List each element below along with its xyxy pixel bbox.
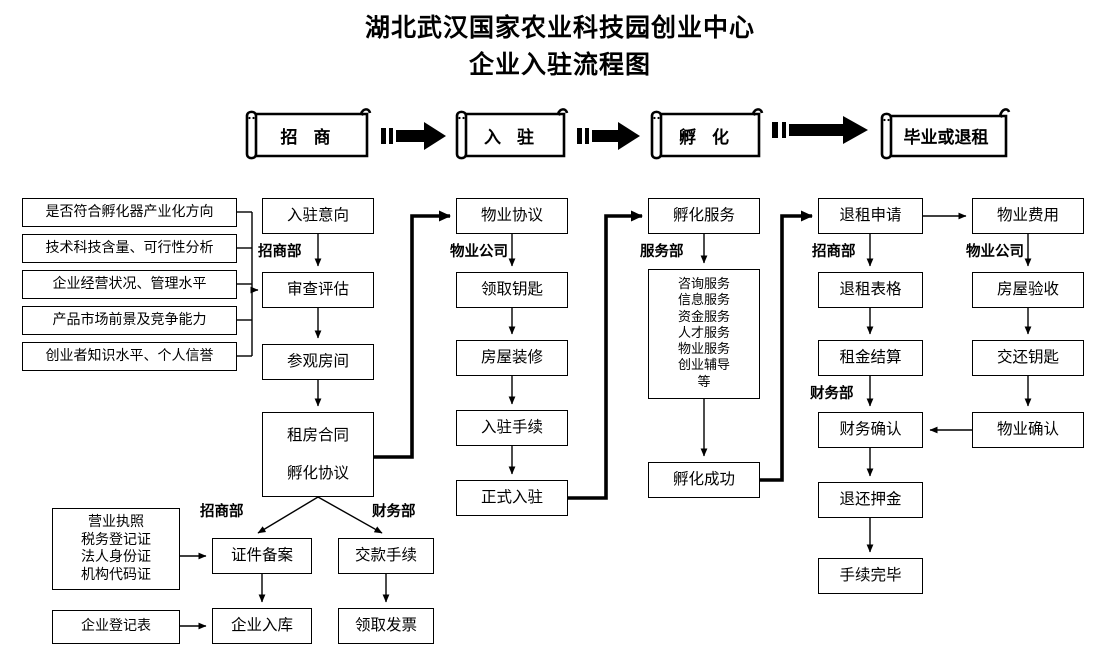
dept-label-service: 服务部: [640, 244, 684, 260]
block-arrow-2: [577, 122, 640, 150]
exit-step-zujinjiesuan: 租金结算: [818, 340, 923, 376]
incubate-step-fuhuachenggong: 孵化成功: [648, 462, 760, 498]
incubate-services-box: 咨询服务 信息服务 资金服务 人才服务 物业服务 创业辅导 等: [648, 269, 760, 399]
recruit-step-ruzhuyixiang: 入驻意向: [262, 198, 374, 234]
property-step-wuyefeiyong: 物业费用: [972, 198, 1084, 234]
criteria-box-5: 创业者知识水平、个人信誉: [22, 342, 237, 371]
property-step-fangwuyanshou: 房屋验收: [972, 272, 1084, 308]
service-item: 创业辅导: [677, 358, 730, 374]
block-arrow-3: [772, 116, 868, 144]
bottom-step-lingqufapiao: 领取发票: [338, 608, 434, 644]
contract-line-1: 租房合同: [286, 426, 349, 445]
dept-label-recruit-bottom: 招商部: [200, 504, 244, 520]
document-item: 法人身份证: [81, 549, 151, 565]
bottom-step-jiaokuanshouxu: 交款手续: [338, 538, 434, 574]
stage-banner-label: 入 驻: [484, 127, 539, 148]
service-item: 信息服务: [677, 293, 730, 309]
document-item: 税务登记证: [81, 531, 151, 548]
dept-label-recruit: 招商部: [258, 244, 302, 260]
movein-step-fangwuzhuangxiu: 房屋装修: [456, 340, 568, 376]
criteria-box-4: 产品市场前景及竞争能力: [22, 306, 237, 335]
stage-banner-fuhua: 孵 化: [648, 108, 765, 162]
stage-banner-ruzhu: 入 驻: [453, 108, 570, 162]
criteria-bracket: [237, 211, 253, 357]
exit-step-shouxuwanbi: 手续完毕: [818, 558, 923, 594]
scroll-shape: [650, 108, 764, 160]
page-title-line2: 企业入驻流程图: [468, 50, 651, 79]
scroll-shape: [880, 108, 1011, 160]
incubate-step-fuhuafuwu: 孵化服务: [648, 198, 760, 234]
document-item: 营业执照: [88, 514, 144, 530]
contract-line-2: 孵化协议: [286, 463, 349, 482]
dept-label-recruit-exit: 招商部: [812, 244, 856, 260]
exit-step-tuizubiaoge: 退租表格: [818, 272, 923, 308]
dept-label-property-movein: 物业公司: [450, 244, 508, 260]
service-item: 咨询服务: [677, 277, 730, 293]
criteria-box-3: 企业经营状况、管理水平: [22, 270, 237, 299]
exit-step-caiwuqueren: 财务确认: [818, 412, 923, 448]
movein-step-wuyexieyi: 物业协议: [456, 198, 568, 234]
exit-step-tuihuanyajin: 退还押金: [818, 482, 923, 518]
service-item: 等: [697, 374, 711, 390]
movein-step-ruzhushouxu: 入驻手续: [456, 410, 568, 446]
recruit-step-shenchapinggu: 审查评估: [262, 272, 374, 308]
stage-banner-biye: 毕业或退租: [878, 108, 1014, 162]
bottom-register-form-box: 企业登记表: [52, 610, 180, 644]
stage-banner-label: 招 商: [280, 127, 336, 148]
dept-label-property-exit: 物业公司: [966, 244, 1024, 260]
stage-banner-label: 孵 化: [679, 127, 734, 148]
block-arrow-1: [381, 122, 446, 150]
page-title-line1: 湖北武汉国家农业科技园创业中心: [364, 13, 755, 42]
recruit-step-canguanfangjian: 参观房间: [262, 344, 374, 380]
bottom-step-zhengjianbeian: 证件备案: [212, 538, 312, 574]
stage-banner-zhaoshang: 招 商: [243, 108, 373, 162]
connector-contract-to-property-agreement: [374, 210, 451, 459]
movein-step-zhengshiruzhu: 正式入驻: [456, 480, 568, 516]
bottom-step-qiyeruku: 企业入库: [212, 608, 312, 644]
movein-step-lingquyaoshi: 领取钥匙: [456, 272, 568, 308]
service-item: 资金服务: [677, 309, 730, 325]
dept-label-finance-exit: 财务部: [810, 386, 854, 402]
connector-movein-to-incubation: [568, 210, 643, 500]
recruit-contract-box: 租房合同 孵化协议: [262, 412, 374, 497]
property-step-jiaohuanyaoshi: 交还钥匙: [972, 340, 1084, 376]
stage-banner-label: 毕业或退租: [903, 127, 989, 148]
connector-incubation-to-exit: [760, 210, 813, 482]
criteria-box-1: 是否符合孵化器产业化方向: [22, 198, 237, 227]
service-item: 人才服务: [677, 325, 730, 341]
property-step-wuyequeren: 物业确认: [972, 412, 1084, 448]
scroll-shape: [455, 108, 569, 160]
criteria-box-2: 技术科技含量、可行性分析: [22, 234, 237, 263]
dept-label-finance-bottom: 财务部: [372, 504, 416, 520]
service-item: 物业服务: [677, 342, 730, 358]
document-item: 机构代码证: [81, 566, 151, 583]
exit-step-tuizushenqing: 退租申请: [818, 198, 923, 234]
arrow-contract-to-filing: [257, 496, 319, 534]
scroll-shape: [245, 108, 372, 160]
bottom-documents-box: 营业执照 税务登记证 法人身份证 机构代码证: [52, 508, 180, 590]
